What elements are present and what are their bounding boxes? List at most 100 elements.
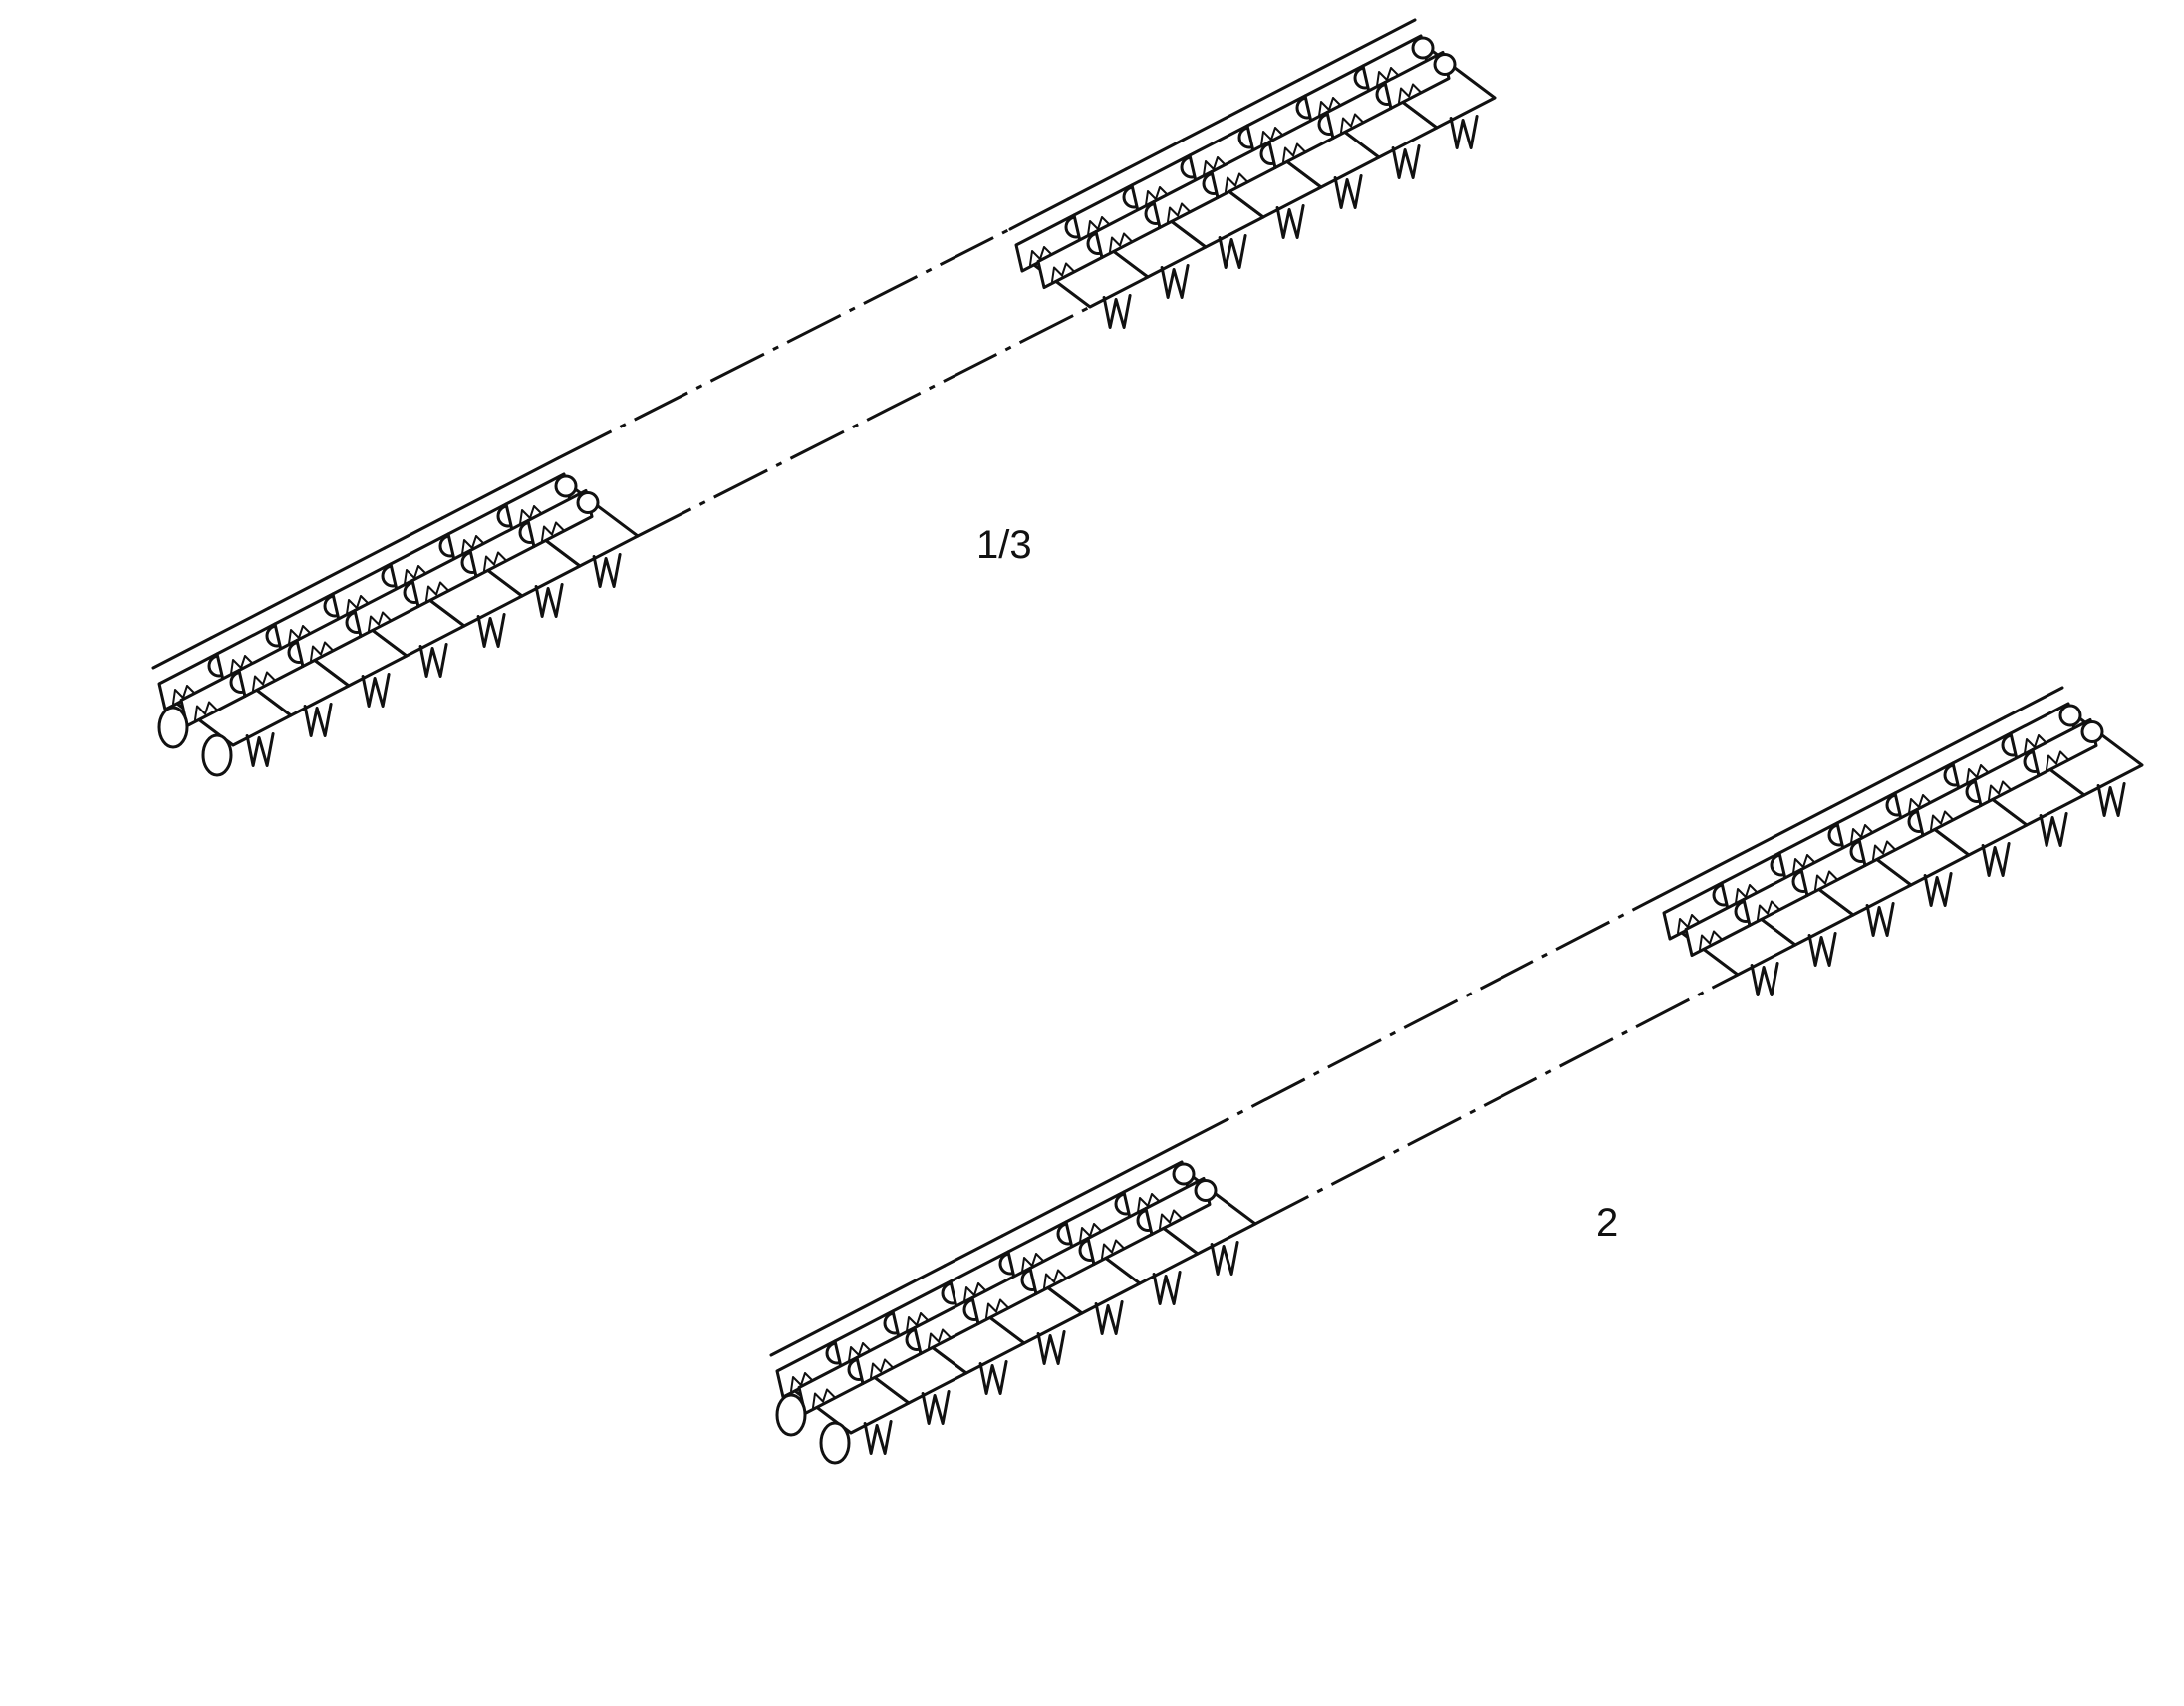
far-flight-tooth [1160,264,1190,299]
far-link-detail [1872,840,1896,861]
far-link-detail [1699,930,1723,951]
far-flight-tooth [2096,782,2126,817]
near-link-pin [1172,1162,1196,1186]
end-link-eye [819,1421,851,1465]
end-link-eye [157,706,189,749]
near-flight-tooth [1094,1300,1124,1335]
far-slat-lip [1714,835,1775,869]
near-flight-tooth [534,583,564,618]
break-line-front [1254,973,1739,1226]
far-flight-tooth [2039,812,2068,847]
far-link-pin [1433,53,1457,76]
near-flight-tooth [978,1360,1008,1395]
end-link-eye [201,733,233,777]
far-slat-lip [1066,167,1128,201]
near-flight-tooth [303,703,333,737]
near-link-detail [368,611,392,632]
far-link-detail [1757,900,1780,921]
near-link-detail [1159,1209,1183,1230]
far-flight-tooth [1807,932,1837,967]
near-slat-lip [440,486,502,520]
far-link-pin [2080,720,2104,743]
near-link-detail [1101,1239,1125,1260]
near-slat-lip [769,1323,831,1357]
far-slat-lip [1656,865,1718,899]
near-link-detail [985,1298,1009,1319]
far-link-detail [1051,262,1075,283]
far-slat-lip [1297,48,1359,82]
far-link-detail [1930,810,1954,831]
near-link-detail [870,1358,894,1379]
break-line-front [637,305,1091,538]
far-slat-lip [1772,805,1833,839]
break-line-back [1175,895,1659,1148]
near-slat-lip [209,606,271,640]
far-flight-tooth [1275,204,1305,239]
far-flight-tooth [1923,872,1953,907]
far-flight-tooth [1750,962,1779,996]
near-link-detail [194,701,218,721]
near-flight-tooth [1152,1271,1182,1305]
near-flight-tooth [1036,1330,1066,1365]
far-slat-lip [1182,108,1243,142]
near-link-detail [1043,1269,1067,1289]
far-link-detail [1109,232,1133,253]
near-slat-lip [1000,1204,1062,1238]
chain-upper-label: 1/3 [976,523,1032,567]
near-slat-lip [943,1234,1004,1268]
far-link-detail [1282,142,1306,163]
far-link-detail [2046,750,2069,771]
chain-upper [151,18,1497,777]
break-line-back [557,227,1011,460]
far-slat-lip [2003,686,2064,719]
near-slat-lip [383,516,444,550]
near-link-detail [310,641,334,662]
near-slat-lip [498,456,560,490]
near-flight-tooth [245,732,275,767]
far-link-detail [1225,172,1248,193]
near-link-detail [928,1328,952,1349]
far-link-pin [1411,36,1435,60]
near-flight-tooth [476,613,506,648]
near-slat-lip [151,636,213,670]
near-link-pin [576,491,600,514]
far-flight-tooth [1333,174,1363,209]
near-link-detail [541,521,565,542]
far-slat-lip [1829,775,1891,809]
near-link-detail [425,581,449,602]
near-flight-tooth [921,1390,951,1425]
near-slat-lip [267,576,329,610]
far-slat-lip [1239,78,1301,112]
near-flight-tooth [863,1420,893,1455]
far-link-detail [1398,83,1422,104]
far-link-detail [1988,780,2012,801]
near-slat-lip [325,546,387,580]
near-link-detail [483,551,507,572]
far-flight-tooth [1102,294,1132,329]
far-flight-tooth [1981,842,2011,877]
far-link-detail [1340,113,1364,134]
far-slat-lip [1124,138,1186,171]
chain-lower [769,686,2144,1465]
far-slat-lip [1008,197,1070,231]
near-slat-lip [827,1293,889,1327]
far-link-detail [1814,870,1838,891]
far-slat-lip [1887,745,1949,779]
near-slat-lip [1116,1144,1178,1178]
far-flight-tooth [1391,144,1421,179]
chain-lower-label: 2 [1596,1201,1618,1245]
near-link-pin [554,474,578,498]
far-link-detail [1167,202,1191,223]
far-slat-lip [1945,715,2007,749]
near-link-detail [252,671,276,692]
near-flight-tooth [361,673,391,708]
far-flight-tooth [1865,902,1895,937]
far-link-pin [2058,704,2082,727]
near-link-detail [812,1388,836,1409]
far-slat-lip [1355,18,1417,52]
near-flight-tooth [592,553,622,588]
near-flight-tooth [418,643,448,678]
near-flight-tooth [1210,1241,1239,1276]
